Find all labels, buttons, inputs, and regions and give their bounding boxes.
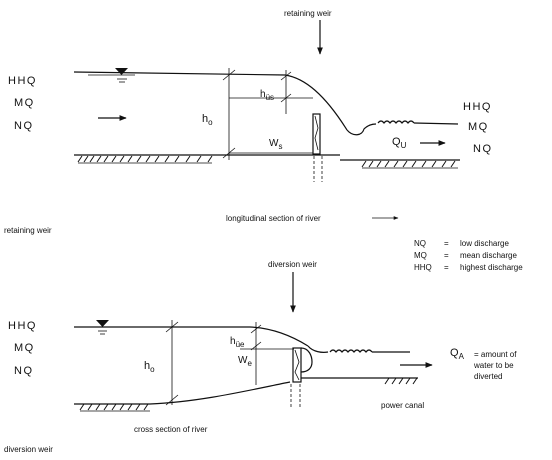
bottom-section-caption: cross section of river [134,425,208,434]
top-level-right-hhq: HHQ [463,101,492,113]
legend-eq-nq: = [444,239,449,248]
bottom-qa-text-3: diverted [474,372,502,381]
legend-abbr-hhq: HHQ [414,263,432,272]
top-ws-label: Ws [269,138,282,151]
bottom-we-label: We [238,355,252,368]
top-level-right-mq: MQ [468,121,489,133]
legend-abbr-mq: MQ [414,251,427,260]
bottom-weir-title: diversion weir [268,260,317,269]
top-qu-label: QU [392,136,407,150]
bottom-water-surface [74,320,410,353]
top-overflow-dimension: hüs [260,70,292,114]
bottom-qa-label: QA [450,347,465,361]
legend-abbr-nq: NQ [414,239,426,248]
top-overflow-label: hüs [260,89,274,102]
bottom-diagram: diversion weir HHQ MQ NQ ho [4,260,517,454]
bottom-h-dimension: ho [144,320,179,406]
bottom-level-left-hhq: HHQ [8,320,37,332]
bottom-riverbed [74,377,418,412]
top-weir-title: retaining weir [284,9,332,18]
bottom-qa-text-2: water to be [473,361,514,370]
bottom-h-label: ho [144,360,155,374]
top-h-dimension: ho [202,68,313,160]
bottom-bottom-left-caption: diversion weir [4,445,53,454]
top-levels-left: HHQ MQ NQ [8,75,37,132]
legend: NQ = low discharge MQ = mean discharge H… [414,239,523,272]
top-level-left-nq: NQ [14,120,34,132]
bottom-levels-left: HHQ MQ NQ [8,320,37,377]
top-level-left-mq: MQ [14,97,35,109]
legend-desc-mq: mean discharge [460,251,517,260]
top-level-right-nq: NQ [473,143,493,155]
bottom-level-left-nq: NQ [14,365,34,377]
top-h-label: ho [202,113,213,127]
legend-desc-nq: low discharge [460,239,509,248]
bottom-level-left-mq: MQ [14,342,35,354]
top-diagram: retaining weir HHQ MQ NQ ho [4,9,493,235]
top-bottom-left-caption: retaining weir [4,226,52,235]
top-levels-right: HHQ MQ NQ [463,101,493,155]
top-riverbed [74,154,460,169]
legend-eq-mq: = [444,251,449,260]
top-level-left-hhq: HHQ [8,75,37,87]
legend-desc-hhq: highest discharge [460,263,523,272]
top-section-caption-text: longitudinal section of river [226,214,321,223]
top-weir-structure: Ws [269,113,323,182]
legend-eq-hhq: = [444,263,449,272]
top-section-caption: longitudinal section of river [226,214,399,223]
bottom-canal-caption: power canal [381,401,424,410]
bottom-overflow-dimension: hüe We [230,322,294,385]
bottom-weir-structure [290,347,313,408]
bottom-overflow-label: hüe [230,336,245,349]
bottom-diverted-flow: QA = amount of water to be diverted [400,347,517,381]
top-flow-arrow-downstream: QU [392,136,446,150]
bottom-qa-text-1: = amount of [474,350,517,359]
